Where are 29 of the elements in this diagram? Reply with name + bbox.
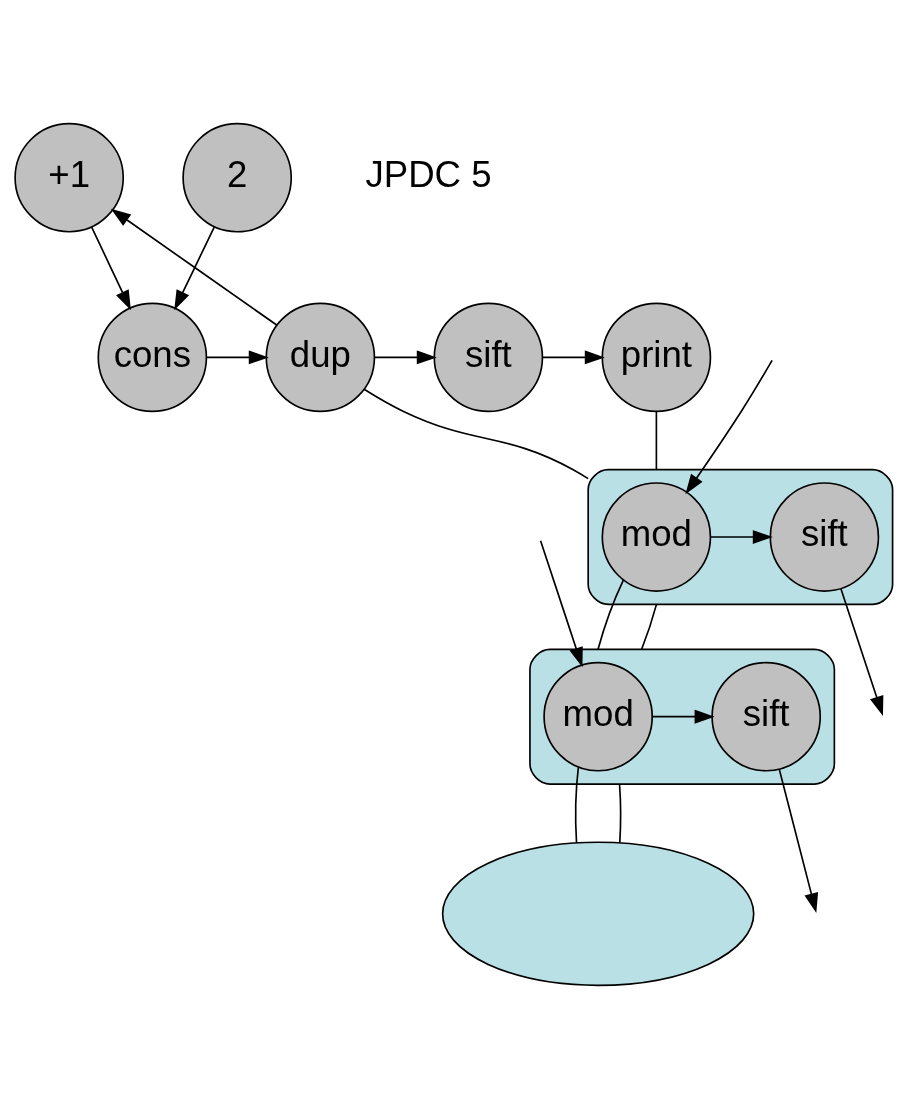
- node-circle: sift: [433, 302, 544, 413]
- arrow: [174, 226, 216, 311]
- arrow: [651, 709, 715, 724]
- connector: [655, 410, 658, 471]
- arrow: [90, 226, 131, 311]
- cluster: [587, 468, 894, 606]
- node-circle: sift: [769, 482, 880, 592]
- node-circle: mod: [601, 482, 712, 592]
- arrow: [542, 350, 605, 365]
- connector: [618, 783, 622, 844]
- arrow: [206, 350, 269, 365]
- arrow: [539, 539, 583, 668]
- node-circle: dup: [265, 302, 376, 413]
- node-circle: sift: [711, 661, 822, 772]
- connector: [640, 603, 658, 651]
- connector: [574, 766, 580, 844]
- connector: [363, 388, 589, 480]
- node-circle: mod: [543, 661, 654, 772]
- arrow: [374, 350, 437, 365]
- node-circle: print: [601, 302, 712, 413]
- arrow: [710, 530, 773, 545]
- arrow: [110, 208, 278, 326]
- arrow: [685, 359, 773, 495]
- connector: [597, 579, 625, 651]
- label: JPDC 5: [365, 154, 492, 196]
- node-circle: cons: [97, 302, 208, 413]
- node-circle: 2: [182, 122, 293, 233]
- node-ellipse: [441, 841, 755, 987]
- node-circle: +1: [14, 122, 125, 233]
